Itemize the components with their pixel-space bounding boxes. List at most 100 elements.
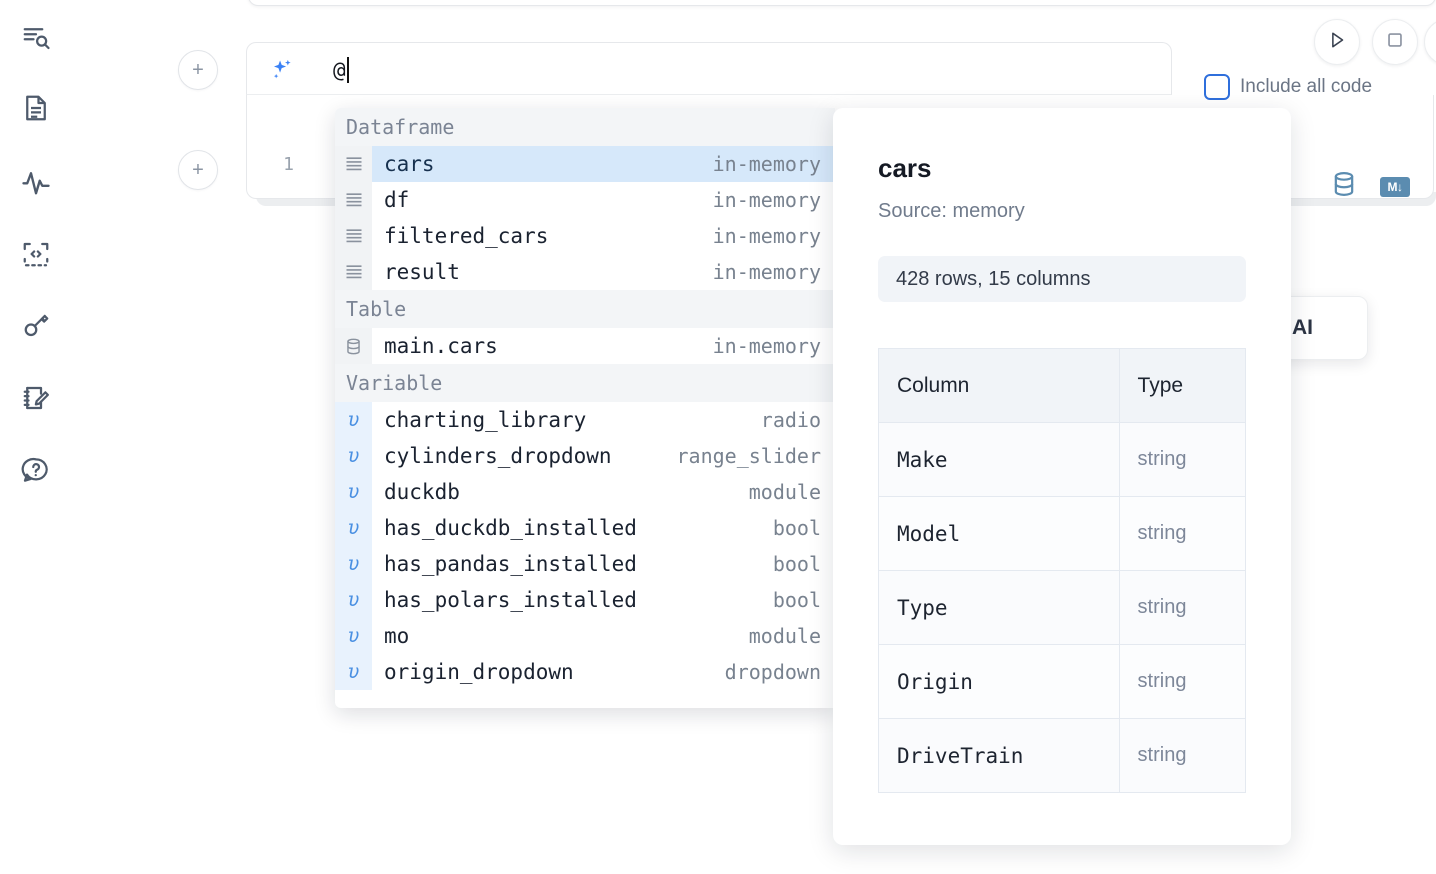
variable-icon: υ <box>335 618 372 654</box>
table-row: Modelstring <box>879 497 1246 571</box>
column-type-cell: string <box>1119 571 1245 645</box>
autocomplete-item-meta: in-memory <box>713 260 835 284</box>
column-type-cell: string <box>1119 719 1245 793</box>
dataframe-icon <box>335 254 372 290</box>
autocomplete-item-name: origin_dropdown <box>372 660 725 684</box>
previous-cell-stub <box>248 0 1436 6</box>
autocomplete-item-name: has_polars_installed <box>372 588 773 612</box>
ai-prompt-value: @ <box>333 58 346 82</box>
autocomplete-item-name: duckdb <box>372 480 749 504</box>
autocomplete-item-name: df <box>372 188 713 212</box>
sidebar-item-snippets[interactable] <box>14 232 58 276</box>
include-all-code-checkbox[interactable] <box>1204 74 1230 100</box>
variable-icon: υ <box>335 510 372 546</box>
column-name-cell: Model <box>879 497 1120 571</box>
autocomplete-item[interactable]: υorigin_dropdowndropdown <box>335 654 835 690</box>
sidebar-item-secrets[interactable] <box>14 304 58 348</box>
play-icon <box>1326 29 1348 56</box>
dataframe-icon <box>335 182 372 218</box>
variable-icon: υ <box>335 474 372 510</box>
autocomplete-item[interactable]: resultin-memory <box>335 254 835 290</box>
dataset-preview-panel: cars Source: memory 428 rows, 15 columns… <box>833 108 1291 845</box>
sidebar-item-activity[interactable] <box>14 160 58 204</box>
autocomplete-item-meta: module <box>749 624 835 648</box>
sidebar-item-help[interactable] <box>14 448 58 492</box>
autocomplete-item[interactable]: υmomodule <box>335 618 835 654</box>
add-cell-above-button[interactable]: + <box>178 50 218 90</box>
variable-icon: υ <box>335 546 372 582</box>
explore-search-icon <box>21 23 51 53</box>
autocomplete-item-name: has_pandas_installed <box>372 552 773 576</box>
autocomplete-item[interactable]: υhas_duckdb_installedbool <box>335 510 835 546</box>
autocomplete-group-header: Dataframe <box>335 108 835 146</box>
autocomplete-item[interactable]: dfin-memory <box>335 182 835 218</box>
dataframe-icon <box>335 218 372 254</box>
sidebar-item-notebook[interactable] <box>14 86 58 130</box>
table-header-row: Column Type <box>879 349 1246 423</box>
preview-title: cars <box>878 153 932 184</box>
autocomplete-item-name: has_duckdb_installed <box>372 516 773 540</box>
autocomplete-group-header: Variable <box>335 364 835 402</box>
preview-columns-table: Column Type MakestringModelstringTypestr… <box>878 348 1246 793</box>
database-icon[interactable] <box>1330 170 1358 203</box>
preview-table-body: MakestringModelstringTypestringOriginstr… <box>879 423 1246 793</box>
table-row: DriveTrainstring <box>879 719 1246 793</box>
sidebar-item-explore[interactable] <box>14 16 58 60</box>
text-caret <box>347 57 349 83</box>
markdown-icon[interactable]: M↓ <box>1380 177 1410 197</box>
table-db-icon <box>335 328 372 364</box>
autocomplete-item-meta: bool <box>773 588 835 612</box>
run-button[interactable] <box>1314 19 1360 65</box>
include-all-code-row[interactable]: Include all code <box>1204 74 1372 100</box>
autocomplete-item-name: result <box>372 260 713 284</box>
variable-icon: υ <box>335 438 372 474</box>
column-name-cell: DriveTrain <box>879 719 1120 793</box>
preview-table-head: Column Type <box>879 349 1246 423</box>
activity-pulse-icon <box>21 167 51 197</box>
column-header-type: Type <box>1119 349 1245 423</box>
key-icon <box>21 311 51 341</box>
autocomplete-item[interactable]: υduckdbmodule <box>335 474 835 510</box>
autocomplete-item-name: charting_library <box>372 408 761 432</box>
autocomplete-group-header: Table <box>335 290 835 328</box>
autocomplete-item-meta: in-memory <box>713 224 835 248</box>
cell-action-icons: M↓ <box>1330 170 1410 203</box>
autocomplete-item[interactable]: main.carsin-memory <box>335 328 835 364</box>
variable-icon: υ <box>335 402 372 438</box>
autocomplete-item[interactable]: carsin-memory <box>335 146 835 182</box>
ai-prompt-box[interactable]: @ <box>246 42 1172 95</box>
autocomplete-item[interactable]: υhas_pandas_installedbool <box>335 546 835 582</box>
plus-icon: + <box>192 60 204 80</box>
preview-source: Source: memory <box>878 200 1025 223</box>
autocomplete-item-name: filtered_cars <box>372 224 713 248</box>
autocomplete-item-name: cylinders_dropdown <box>372 444 677 468</box>
autocomplete-item-meta: bool <box>773 516 835 540</box>
autocomplete-item[interactable]: υcylinders_dropdownrange_slider <box>335 438 835 474</box>
sidebar-item-scratchpad[interactable] <box>14 376 58 420</box>
autocomplete-item-name: cars <box>372 152 713 176</box>
document-icon <box>21 93 51 123</box>
stop-button[interactable] <box>1372 19 1418 65</box>
left-icon-rail <box>0 0 72 874</box>
autocomplete-item[interactable]: υcharting_libraryradio <box>335 402 835 438</box>
stop-icon <box>1384 29 1406 56</box>
variable-icon: υ <box>335 654 372 690</box>
add-cell-below-button[interactable]: + <box>178 150 218 190</box>
dataframe-icon <box>335 146 372 182</box>
mention-autocomplete-dropdown[interactable]: Dataframecarsin-memorydfin-memoryfiltere… <box>335 108 835 708</box>
column-name-cell: Make <box>879 423 1120 497</box>
table-row: Typestring <box>879 571 1246 645</box>
preview-stats-badge: 428 rows, 15 columns <box>878 256 1246 302</box>
autocomplete-item[interactable]: υhas_polars_installedbool <box>335 582 835 618</box>
ai-prompt-input[interactable]: @ <box>333 54 1113 86</box>
autocomplete-item[interactable]: filtered_carsin-memory <box>335 218 835 254</box>
column-header-column: Column <box>879 349 1120 423</box>
more-actions-button[interactable] <box>1424 19 1436 65</box>
autocomplete-item-name: mo <box>372 624 749 648</box>
column-type-cell: string <box>1119 645 1245 719</box>
variable-icon: υ <box>335 582 372 618</box>
autocomplete-item-meta: bool <box>773 552 835 576</box>
autocomplete-item-meta: module <box>749 480 835 504</box>
autocomplete-item-meta: in-memory <box>713 188 835 212</box>
